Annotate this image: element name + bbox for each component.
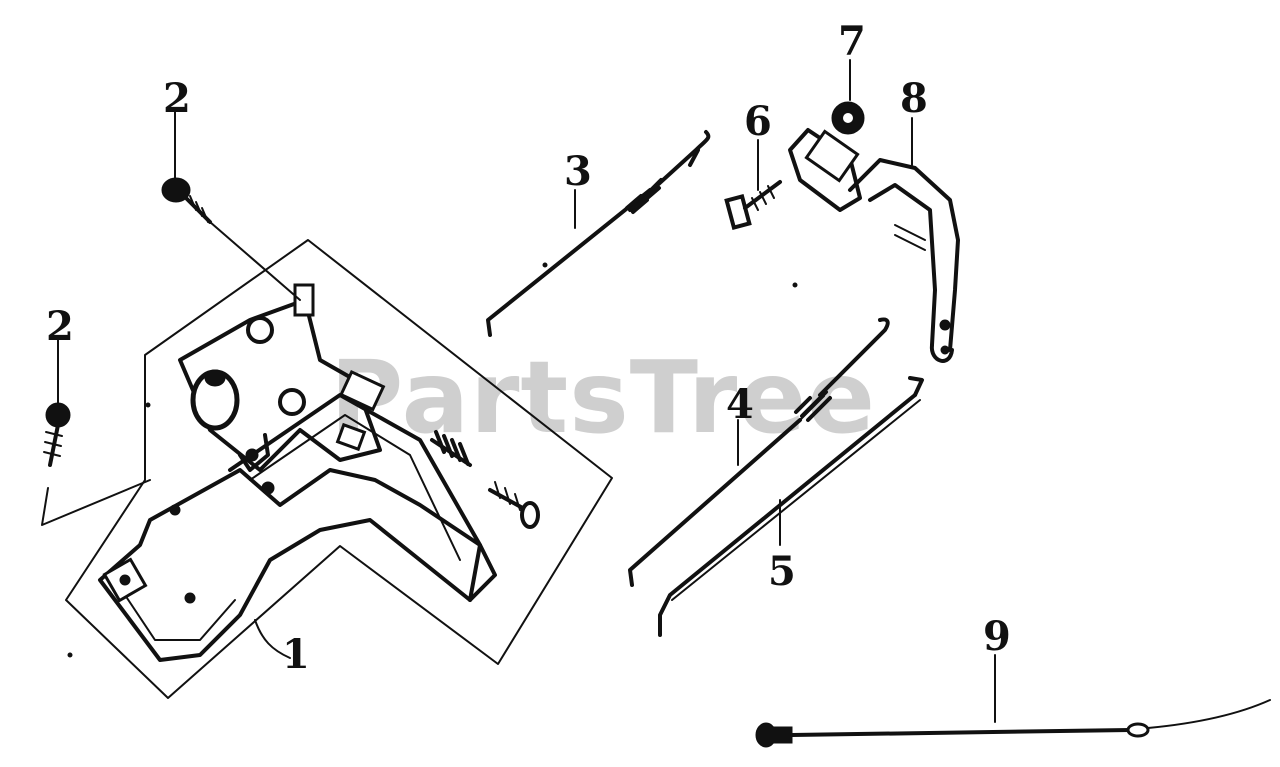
part-2-screw-upper [161, 111, 301, 301]
callout-2-lower: 2 [46, 303, 74, 350]
part-8-lever [788, 117, 960, 363]
callout-9: 9 [983, 613, 1011, 660]
callout-8: 8 [900, 75, 928, 122]
part-7-nut [831, 59, 865, 135]
part-3-governor-rod [486, 130, 711, 337]
callout-5: 5 [768, 548, 796, 595]
callout-4: 4 [726, 381, 754, 428]
part-1-control-base [65, 239, 613, 699]
part-6-pin [724, 139, 782, 231]
callout-7: 7 [838, 18, 866, 65]
part-9-cable [755, 654, 1271, 748]
part-2-screw-lower [41, 339, 151, 526]
callout-6: 6 [744, 98, 772, 145]
callout-3: 3 [564, 148, 592, 195]
callout-2-upper: 2 [163, 75, 191, 122]
callout-1: 1 [282, 631, 310, 678]
part-5-choke-rod [658, 376, 924, 637]
part-4-throttle-rod [628, 317, 890, 587]
watermark: PartsTree [330, 339, 876, 456]
